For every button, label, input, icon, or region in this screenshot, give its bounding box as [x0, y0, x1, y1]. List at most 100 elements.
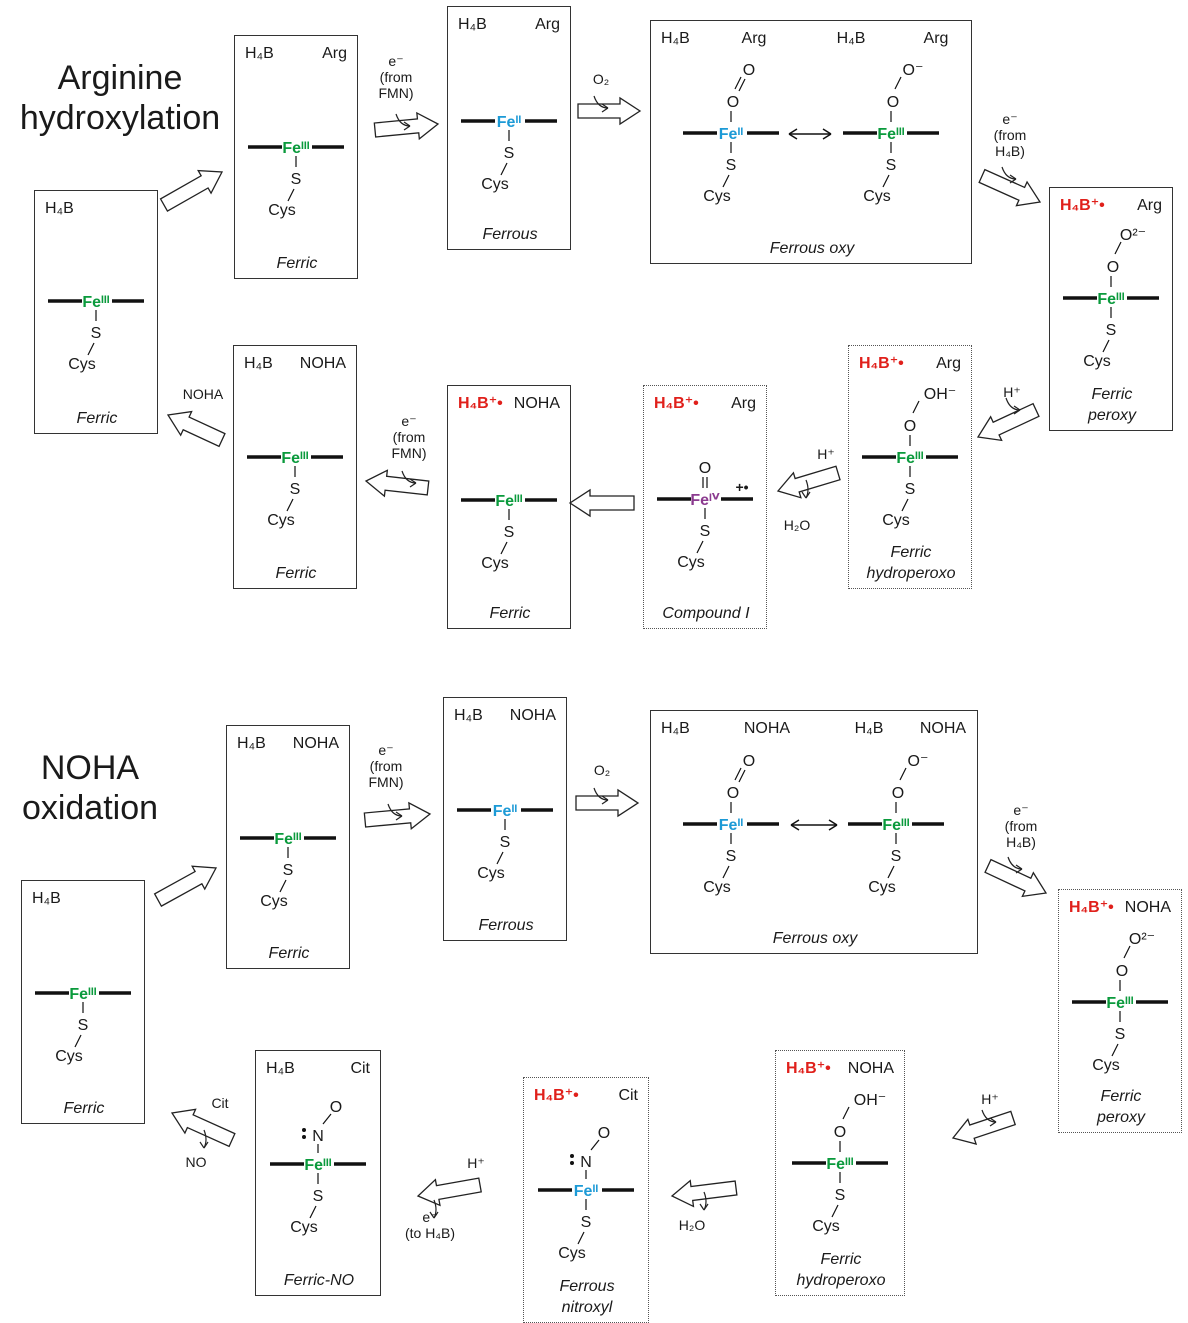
electron-source-label: e⁻ — [378, 742, 393, 758]
substrate-label: Arg — [1137, 197, 1162, 214]
iron-center: Feᴵᴵ — [493, 803, 518, 820]
product-label: NO — [186, 1154, 207, 1170]
bond — [899, 767, 907, 781]
electron-source-label: e⁻ — [388, 53, 403, 69]
bond — [1123, 945, 1131, 959]
sulfur-atom: S — [581, 1214, 592, 1231]
cofactor-label: H₄B⁺• — [786, 1060, 831, 1077]
iron-center: Feᴵᴵ — [574, 1183, 599, 1200]
oxygen-atom: O — [904, 418, 916, 435]
electron-source-label: e⁻ — [1002, 111, 1017, 127]
iron-center: Feᴵᴵᴵ — [69, 986, 96, 1003]
electron-source-label: (from — [370, 758, 403, 774]
nitrogen-atom: N — [580, 1154, 592, 1171]
oxygen-atom: O²⁻ — [1120, 227, 1146, 244]
substrate-label: Cit — [350, 1060, 370, 1077]
nitrogen-atom: N — [312, 1128, 324, 1145]
water-label: H₂O — [784, 517, 811, 533]
cysteine-label: Cys — [477, 865, 505, 882]
oxygen-atom: O — [743, 62, 755, 79]
title-line: NOHA — [40, 749, 140, 787]
iron-center: Feᴵᴵ — [719, 126, 744, 143]
arrow-electron-transfer-1 — [978, 168, 1042, 207]
arrow-water-release-1 — [776, 465, 841, 499]
product-curly-arrow — [203, 1129, 207, 1149]
arrow-product-release-2 — [170, 1108, 236, 1148]
substrate-label: NOHA — [510, 707, 557, 724]
bond — [901, 498, 909, 512]
substrate-label: Arg — [535, 16, 560, 33]
proton-curly-arrow-head — [989, 1117, 997, 1127]
state-label: Ferric — [821, 1251, 862, 1268]
hydroxide-group: OH⁻ — [854, 1092, 886, 1109]
bond — [738, 769, 746, 783]
cysteine-label: Cys — [703, 879, 731, 896]
bond — [696, 540, 704, 554]
state-label: Ferric — [64, 1100, 105, 1117]
electron-curly-arrow — [1001, 166, 1017, 180]
bond — [1111, 1043, 1119, 1057]
state-label: Ferric — [1101, 1088, 1142, 1105]
proton-label: H⁺ — [467, 1155, 485, 1171]
electron-curly-arrow — [387, 803, 403, 817]
state-label: Ferric — [276, 565, 317, 582]
electron-source-label: (from — [994, 127, 1027, 143]
cofactor-label: H₄B — [45, 200, 74, 217]
substrate-label: NOHA — [293, 735, 340, 752]
iron-center: Feᴵᴵᴵ — [282, 140, 309, 157]
state-label: Ferrous oxy — [773, 930, 858, 947]
state-label: Ferrous — [478, 917, 533, 934]
arrow-water-release-2 — [670, 1179, 738, 1208]
sulfur-atom: S — [1106, 322, 1117, 339]
cysteine-label: Cys — [267, 512, 295, 529]
oxygen-label: O₂ — [593, 71, 609, 87]
state-label: Ferric-NO — [284, 1272, 354, 1289]
oxygen-atom: O — [598, 1125, 610, 1142]
bond — [286, 498, 294, 512]
arrow-oxygen-binding-2 — [575, 788, 640, 818]
proton-curly-arrow — [1005, 397, 1021, 411]
oxygen-atom: O — [892, 785, 904, 802]
cofactor-label: H₄B — [266, 1060, 295, 1077]
oxygen-atom: O — [1116, 963, 1128, 980]
bond — [287, 188, 295, 202]
proton-label: H⁺ — [817, 446, 835, 462]
bond — [500, 162, 508, 176]
state-label: Compound I — [662, 605, 750, 622]
cofactor-label: H₄B — [661, 30, 690, 47]
state-label: Ferric — [77, 410, 118, 427]
sulfur-atom: S — [500, 834, 511, 851]
iron-center: Feᴵᴵ — [497, 114, 522, 131]
iron-center: Feᴵᴵᴵ — [1097, 291, 1124, 308]
oxygen-atom: O²⁻ — [1129, 931, 1155, 948]
oxygen-atom: O — [1107, 259, 1119, 276]
arrow-oxygen-binding-1 — [577, 96, 642, 126]
electron-curly-arrow-head — [429, 1211, 439, 1219]
proton-label: H⁺ — [1003, 384, 1021, 400]
electron-curly-arrow-head — [1015, 864, 1023, 874]
sulfur-atom: S — [313, 1188, 324, 1205]
cofactor-label: H₄B — [245, 45, 274, 62]
cysteine-label: Cys — [558, 1245, 586, 1262]
bond — [912, 400, 920, 414]
substrate-label: Arg — [322, 45, 347, 62]
title-line: hydroxylation — [19, 99, 221, 137]
state-label: hydroperoxo — [797, 1272, 886, 1289]
oxygen-atom: O — [834, 1124, 846, 1141]
electron-source-label: (from — [393, 429, 426, 445]
